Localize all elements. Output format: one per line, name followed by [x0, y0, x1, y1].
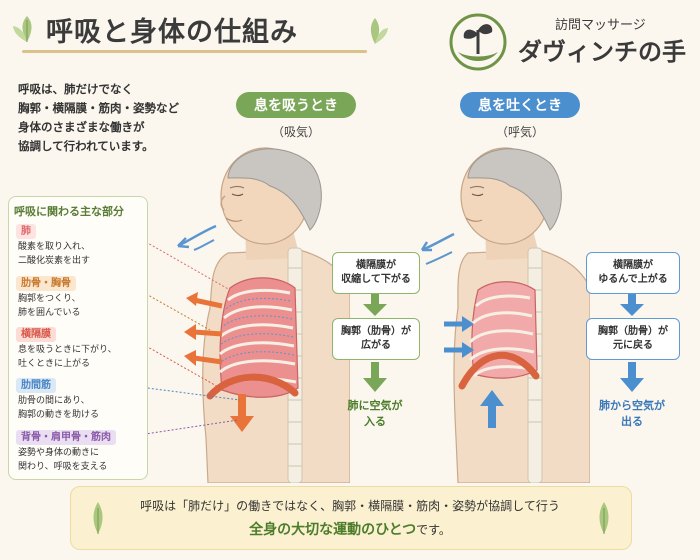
- exhale-sublabel: （呼気）: [496, 125, 545, 139]
- exhale-step-diaphragm: 横隔膜がゆるんで上がる: [586, 252, 680, 294]
- legend-desc-line: 二酸化炭素を出す: [18, 256, 91, 266]
- result-line: 肺に空気が: [347, 399, 403, 412]
- diaphragm-up-arrow-icon: [480, 390, 504, 428]
- legend-desc-line: 胸郭をつくり、: [18, 294, 81, 304]
- legend-desc-line: 吐くときに上がる: [18, 359, 91, 369]
- legend-tag-intercostal: 肋間筋: [16, 378, 56, 393]
- step-line: 胸郭（肋骨）が: [341, 326, 411, 337]
- leaf-decoration-left-icon: [13, 16, 32, 42]
- result-line: 入る: [364, 415, 386, 428]
- legend-desc-line: 酸素を取り入れ、: [18, 242, 91, 252]
- summary-suffix: です。: [416, 523, 451, 537]
- legend-desc-line: 息を吸うときに下がり、: [18, 345, 117, 355]
- exhale-body-illustration: [453, 147, 590, 483]
- legend-desc-line: 胸郭の動きを助ける: [18, 410, 100, 420]
- inhale-flow-arrow-icon: [363, 294, 387, 316]
- logo-subtitle: 訪問マッサージ: [555, 18, 646, 33]
- logo-emblem-icon: [449, 13, 507, 71]
- step-line: 元に戻る: [613, 340, 653, 351]
- inhale-step-diaphragm: 横隔膜が収縮して下がる: [332, 252, 420, 294]
- legend-desc-line: 肋骨の間にあり、: [18, 396, 90, 406]
- legend-desc-ribs: 胸郭をつくり、肺を囲んでいる: [18, 292, 81, 320]
- title-underline: [22, 50, 367, 53]
- inhale-sublabel: （吸気）: [272, 125, 321, 139]
- legend-desc-line: 関わり、呼吸を支える: [18, 462, 108, 472]
- legend-tag-spine: 背骨・肩甲骨・筋肉: [16, 430, 116, 445]
- exhale-step-ribcage: 胸郭（肋骨）が元に戻る: [586, 318, 680, 360]
- air-inflow-arrows-icon: [177, 224, 217, 251]
- leaf-decoration-right-icon: [370, 18, 388, 44]
- logo-name: ダヴィンチの手: [518, 38, 686, 66]
- legend-desc-intercostal: 肋骨の間にあり、胸郭の動きを助ける: [18, 394, 99, 422]
- step-line: 収縮して下がる: [341, 274, 411, 285]
- exhale-flow-arrow-icon: [620, 294, 644, 316]
- inhale-flow-arrow-icon: [363, 362, 387, 392]
- intro-line: 呼吸は、肺だけでなく: [18, 82, 133, 96]
- legend-connector-lines: [131, 233, 241, 437]
- intro-line: 身体のさまざまな働きが: [18, 120, 145, 134]
- chest-contract-arrows-icon: [444, 316, 474, 358]
- intro-text: 呼吸は、肺だけでなく 胸郭・横隔膜・筋肉・姿勢など 身体のさまざまな働きが 協調…: [18, 80, 218, 156]
- legend-tag-diaphragm: 横隔膜: [16, 327, 56, 342]
- summary-banner: [70, 486, 632, 550]
- step-line: 広がる: [361, 340, 391, 351]
- summary-line-2: 全身の大切な運動のひとつです。: [70, 519, 630, 539]
- inhale-label: 息を吸うとき: [236, 92, 356, 118]
- summary-emphasis: 全身の大切な運動のひとつ: [249, 522, 417, 538]
- inhale-result: 肺に空気が入る: [330, 398, 420, 430]
- step-line: 胸郭（肋骨）が: [598, 326, 668, 337]
- intro-line: 胸郭・横隔膜・筋肉・姿勢など: [18, 101, 179, 115]
- intro-line: 協調して行われています。: [18, 139, 154, 153]
- inhale-step-ribcage: 胸郭（肋骨）が広がる: [332, 318, 420, 360]
- exhale-label: 息を吐くとき: [460, 92, 580, 118]
- legend-desc-line: 姿勢や身体の動きに: [18, 448, 100, 458]
- step-line: 横隔膜が: [613, 260, 653, 271]
- page-title: 呼吸と身体の仕組み: [46, 17, 298, 48]
- legend-tag-lung: 肺: [16, 224, 36, 239]
- result-line: 肺から空気が: [599, 399, 665, 412]
- legend-desc-diaphragm: 息を吸うときに下がり、吐くときに上がる: [18, 343, 117, 371]
- air-outflow-arrows-icon: [420, 232, 455, 265]
- chest-expand-arrows-icon: [184, 292, 223, 366]
- leaf-decoration-right-icon: [599, 502, 609, 534]
- exhale-result: 肺から空気が出る: [584, 398, 680, 430]
- legend-title: 呼吸に関わる主な部分: [14, 205, 124, 218]
- result-line: 出る: [621, 415, 643, 428]
- step-line: ゆるんで上がる: [598, 274, 668, 285]
- legend-tag-ribs: 肋骨・胸骨: [16, 276, 76, 291]
- legend-desc-line: 肺を囲んでいる: [18, 308, 81, 318]
- step-line: 横隔膜が: [356, 260, 396, 271]
- exhale-flow-arrow-icon: [620, 362, 644, 392]
- summary-line-1: 呼吸は「肺だけ」の働きではなく、胸郭・横隔膜・筋肉・姿勢が協調して行う: [140, 499, 560, 513]
- legend-desc-spine: 姿勢や身体の動きに関わり、呼吸を支える: [18, 446, 107, 474]
- legend-desc-lung: 酸素を取り入れ、二酸化炭素を出す: [18, 240, 90, 268]
- leaf-decoration-left-icon: [93, 502, 103, 534]
